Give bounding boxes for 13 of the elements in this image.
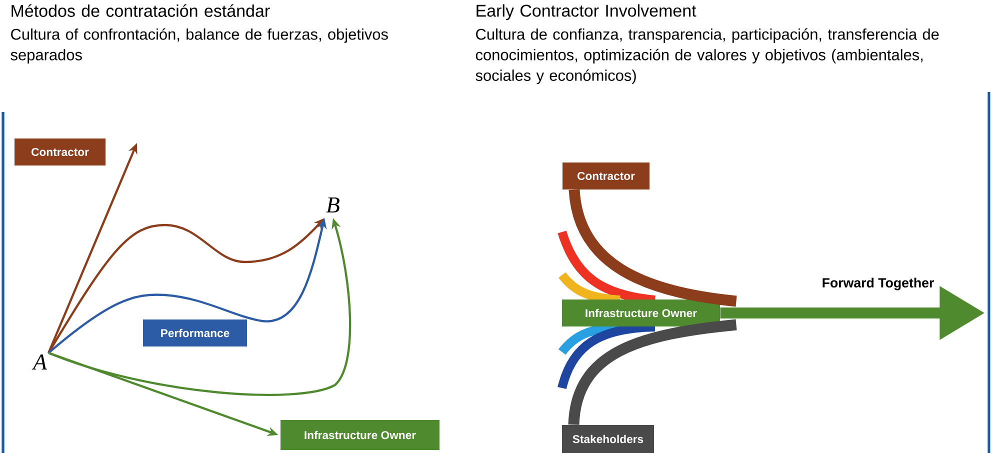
label-box: Infrastructure Owner bbox=[280, 420, 440, 450]
label-box: Performance bbox=[143, 320, 247, 346]
heading: Early Contractor Involvement bbox=[476, 4, 696, 20]
label-box: Infrastructure Owner bbox=[562, 300, 720, 326]
subtitle: Cultura of confrontación, balance de fuerzas, objetivos separados bbox=[10, 28, 388, 64]
label-box: Contractor bbox=[562, 162, 650, 190]
heading: Métodos de contratación estándar bbox=[12, 4, 270, 17]
point-label: B bbox=[326, 198, 340, 212]
label-box: Stakeholders bbox=[562, 425, 654, 453]
edge-label: Forward Together bbox=[820, 276, 936, 292]
subtitle: Cultura de confianza, transparencia, participación, transferencia de conocimientos, optimización de valores y objetivos (ambientales, sociales y económicos) bbox=[476, 28, 939, 84]
label-box: Contractor bbox=[14, 138, 106, 166]
point-label: A bbox=[32, 354, 48, 370]
